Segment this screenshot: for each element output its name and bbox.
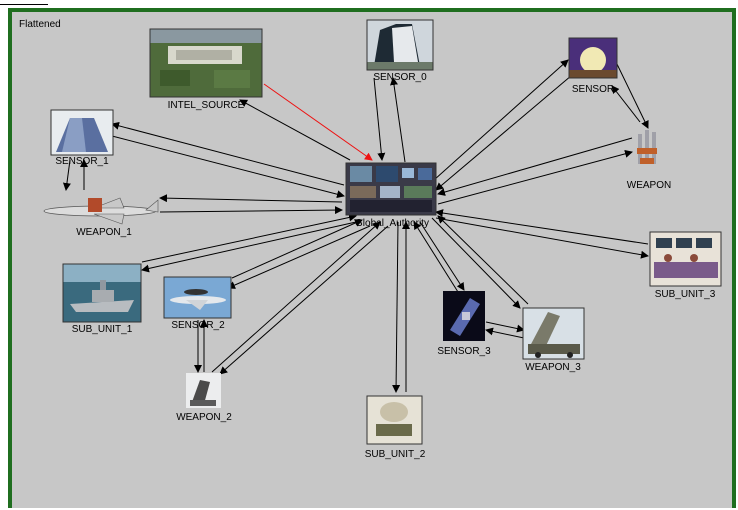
node-global-authority[interactable]: Global_Authority bbox=[345, 162, 437, 229]
node-intel-source[interactable]: INTEL_SOURCE bbox=[149, 28, 263, 111]
weapon-3-image bbox=[522, 307, 585, 360]
node-sensor-0[interactable]: SENSOR_0 bbox=[366, 19, 434, 83]
edge-ga-weapon2 bbox=[219, 225, 389, 375]
node-weapon-2[interactable]: WEAPON_2 bbox=[176, 373, 232, 423]
edge-ga-weapon3 bbox=[431, 217, 521, 309]
sensor-0-label: SENSOR_0 bbox=[373, 72, 427, 83]
edge-ga-sensor bbox=[433, 59, 569, 181]
edge-sensor0-ga bbox=[373, 77, 386, 161]
sensor-label: SENSOR bbox=[572, 84, 614, 95]
edge-ga-sub1 bbox=[141, 221, 357, 273]
node-sensor-3[interactable]: SENSOR_3 bbox=[437, 291, 491, 357]
node-sub-unit-2[interactable]: SUB_UNIT_2 bbox=[365, 395, 426, 460]
edge-sub1-ga bbox=[141, 213, 357, 263]
edge-weapon-sensor bbox=[611, 85, 641, 123]
node-sub-unit-1[interactable]: SUB_UNIT_1 bbox=[62, 263, 142, 335]
edge-ga-weapon bbox=[437, 149, 633, 205]
panel-title: Flattened bbox=[19, 19, 61, 30]
edge-sub3-ga bbox=[435, 209, 649, 245]
weapon-2-label: WEAPON_2 bbox=[176, 412, 232, 423]
edge-weapon3-ga bbox=[437, 215, 529, 305]
sub-unit-3-label: SUB_UNIT_3 bbox=[655, 289, 716, 300]
edge-ga-weapon1 bbox=[159, 194, 343, 203]
global-authority-label: Global_Authority bbox=[355, 218, 429, 229]
edge-sensor-weapon bbox=[615, 61, 649, 129]
edge-ga-intel bbox=[239, 99, 351, 161]
weapon-1-label: WEAPON_1 bbox=[76, 227, 132, 238]
sensor-2-label: SENSOR_2 bbox=[171, 320, 225, 331]
edge-ga-sub2 bbox=[392, 221, 401, 393]
sub-unit-3-image bbox=[649, 231, 722, 287]
sensor-2-image bbox=[163, 276, 232, 319]
edge-sensor1-ga bbox=[111, 135, 345, 199]
sub-unit-1-image bbox=[62, 263, 142, 323]
edge-ga-sensor1 bbox=[111, 121, 345, 186]
edge-ga-sensor0 bbox=[390, 77, 406, 163]
edge-weapon3-sensor3 bbox=[485, 327, 525, 339]
sub-unit-1-label: SUB_UNIT_1 bbox=[72, 324, 133, 335]
weapon-2-image bbox=[186, 373, 221, 408]
node-sub-unit-3[interactable]: SUB_UNIT_3 bbox=[649, 231, 722, 300]
edge-ga-sensor3 bbox=[419, 221, 465, 291]
node-sensor[interactable]: SENSOR bbox=[568, 37, 618, 95]
edge-weapon-ga bbox=[437, 137, 633, 196]
edge-weapon1-ga bbox=[159, 206, 343, 215]
node-sensor-2[interactable]: SENSOR_2 bbox=[163, 276, 232, 331]
edge-sensor2-ga bbox=[231, 219, 363, 279]
node-sensor-1[interactable]: SENSOR_1 bbox=[50, 109, 114, 167]
weapon-1-image bbox=[43, 197, 159, 225]
window-top-rule bbox=[0, 4, 48, 5]
intel-source-label: INTEL_SOURCE bbox=[168, 100, 245, 111]
sensor-3-image bbox=[443, 291, 485, 341]
sensor-1-label: SENSOR_1 bbox=[55, 156, 109, 167]
edge-weapon2-ga bbox=[211, 221, 381, 373]
edge-sensor-ga bbox=[435, 69, 579, 191]
edge-intel-ga bbox=[263, 83, 373, 161]
edge-sensor3-ga bbox=[413, 221, 459, 293]
edge-ga-sub3 bbox=[435, 217, 649, 259]
edges bbox=[62, 59, 649, 393]
sub-unit-2-image bbox=[366, 395, 423, 445]
edge-ga-sensor2 bbox=[227, 225, 371, 289]
sensor-0-image bbox=[366, 19, 434, 71]
node-weapon-1[interactable]: WEAPON_1 bbox=[43, 197, 159, 238]
edge-sensor1-weapon1 bbox=[62, 159, 71, 191]
edge-sensor3-weapon3 bbox=[485, 321, 525, 333]
weapon-label: WEAPON bbox=[627, 180, 671, 191]
node-weapon-3[interactable]: WEAPON_3 bbox=[522, 307, 585, 373]
sub-unit-2-label: SUB_UNIT_2 bbox=[365, 449, 426, 460]
intel-source-image bbox=[149, 28, 263, 98]
sensor-3-label: SENSOR_3 bbox=[437, 346, 491, 357]
sensor-1-image bbox=[50, 109, 114, 156]
sensor-image bbox=[568, 37, 618, 79]
node-weapon[interactable]: WEAPON bbox=[627, 130, 671, 191]
weapon-image bbox=[637, 130, 657, 164]
weapon-3-label: WEAPON_3 bbox=[525, 362, 581, 373]
global-authority-image bbox=[345, 162, 437, 216]
